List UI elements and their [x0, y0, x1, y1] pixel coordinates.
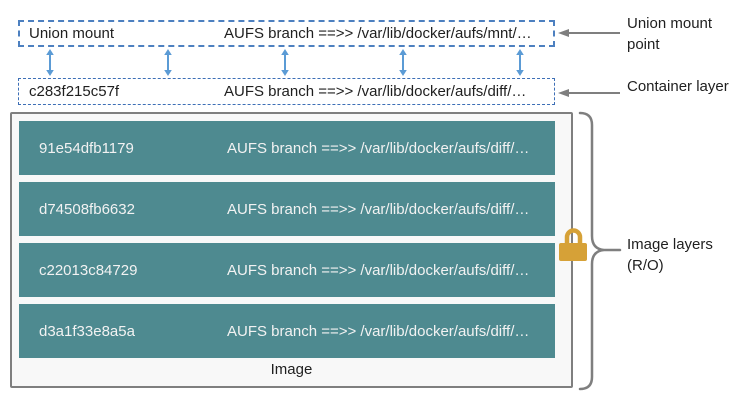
bidirectional-arrow-icon [281, 49, 289, 76]
container-layer-aufs-path: AUFS branch ==>> /var/lib/docker/aufs/di… [224, 83, 527, 100]
container-layer-label: Container layer [627, 78, 729, 95]
image-layer-aufs-path: AUFS branch ==>> /var/lib/docker/aufs/di… [227, 200, 530, 218]
union-mount-aufs-path: AUFS branch ==>> /var/lib/docker/aufs/mn… [224, 25, 532, 42]
left-arrow-icon [558, 29, 620, 37]
bidirectional-arrow-icon [516, 49, 524, 76]
bidirectional-arrow-icon [164, 49, 172, 76]
left-arrow-icon [558, 89, 620, 97]
image-layer-aufs-path: AUFS branch ==>> /var/lib/docker/aufs/di… [227, 322, 530, 340]
bidirectional-arrow-icon [399, 49, 407, 76]
image-caption: Image [270, 361, 313, 378]
image-layer-id: 91e54dfb1179 [39, 139, 134, 157]
image-layer-id: d3a1f33e8a5a [39, 322, 135, 340]
lock-icon [559, 228, 587, 261]
image-layer-aufs-path: AUFS branch ==>> /var/lib/docker/aufs/di… [227, 261, 530, 279]
container-layer-box: c283f215c57f AUFS branch ==>> /var/lib/d… [18, 78, 555, 105]
union-mount-box: Union mount AUFS branch ==>> /var/lib/do… [18, 20, 555, 47]
union-mount-point-label: Union mount point [627, 15, 713, 53]
image-layer-id: d74508fb6632 [39, 200, 135, 218]
container-layer-id: c283f215c57f [29, 83, 120, 100]
image-layer-row: d3a1f33e8a5a AUFS branch ==>> /var/lib/d… [19, 304, 555, 358]
image-layers-ro-label: Image layers (R/O) [627, 236, 713, 274]
curly-brace [578, 111, 622, 391]
image-layer-aufs-path: AUFS branch ==>> /var/lib/docker/aufs/di… [227, 139, 530, 157]
image-layer-row: d74508fb6632 AUFS branch ==>> /var/lib/d… [19, 182, 555, 236]
image-layer-row: c22013c84729 AUFS branch ==>> /var/lib/d… [19, 243, 555, 297]
bidirectional-arrow-icon [46, 49, 54, 76]
union-mount-label: Union mount [29, 25, 115, 42]
image-layer-row: 91e54dfb1179 AUFS branch ==>> /var/lib/d… [19, 121, 555, 175]
image-layer-id: c22013c84729 [39, 261, 138, 279]
image-box: 91e54dfb1179 AUFS branch ==>> /var/lib/d… [10, 112, 573, 388]
